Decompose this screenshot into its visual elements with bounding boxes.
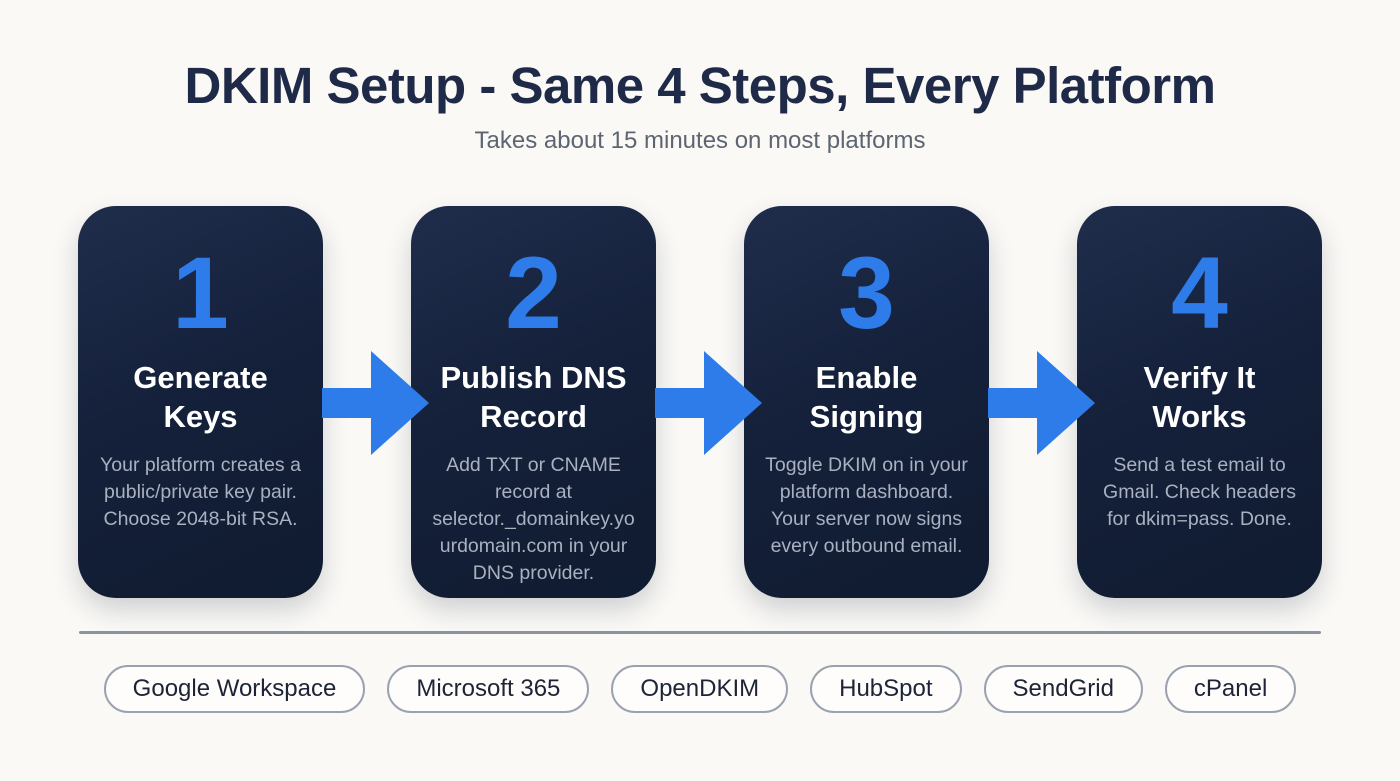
step-number: 2	[505, 236, 562, 350]
platform-badge-row: Google Workspace Microsoft 365 OpenDKIM …	[0, 665, 1400, 713]
platform-badge-cpanel: cPanel	[1164, 665, 1297, 713]
step-title: Verify It Works	[1143, 360, 1256, 435]
platform-badge-sendgrid: SendGrid	[983, 665, 1143, 713]
step-number: 4	[1171, 236, 1228, 350]
page-subtitle: Takes about 15 minutes on most platforms	[474, 127, 926, 154]
step-card-generate-keys: 1 Generate Keys Your platform creates a …	[78, 206, 323, 598]
platform-badge-google-workspace: Google Workspace	[103, 665, 366, 713]
step-card-publish-dns-record: 2 Publish DNS Record Add TXT or CNAME re…	[411, 206, 656, 598]
step-title: Enable Signing	[809, 360, 924, 435]
step-number: 3	[838, 236, 895, 350]
platform-badge-opendkim: OpenDKIM	[611, 665, 789, 713]
step-card-verify-it-works: 4 Verify It Works Send a test email to G…	[1077, 206, 1322, 598]
step-card-enable-signing: 3 Enable Signing Toggle DKIM on in your …	[744, 206, 989, 598]
divider-line	[79, 631, 1321, 634]
step-number: 1	[172, 236, 229, 350]
step-description: Your platform creates a public/private k…	[100, 454, 301, 530]
step-description: Send a test email to Gmail. Check header…	[1103, 454, 1296, 530]
step-description: Toggle DKIM on in your platform dashboar…	[765, 454, 968, 557]
step-title: Publish DNS Record	[440, 360, 627, 435]
arrow-right-icon	[988, 351, 1095, 455]
page-title: DKIM Setup - Same 4 Steps, Every Platfor…	[184, 57, 1216, 114]
platform-badge-microsoft-365: Microsoft 365	[387, 665, 590, 713]
arrow-right-icon	[322, 351, 429, 455]
platform-badge-hubspot: HubSpot	[810, 665, 962, 713]
arrow-right-icon	[655, 351, 762, 455]
step-description: Add TXT or CNAME record at selector._dom…	[432, 454, 635, 584]
step-title: Generate Keys	[133, 360, 268, 435]
